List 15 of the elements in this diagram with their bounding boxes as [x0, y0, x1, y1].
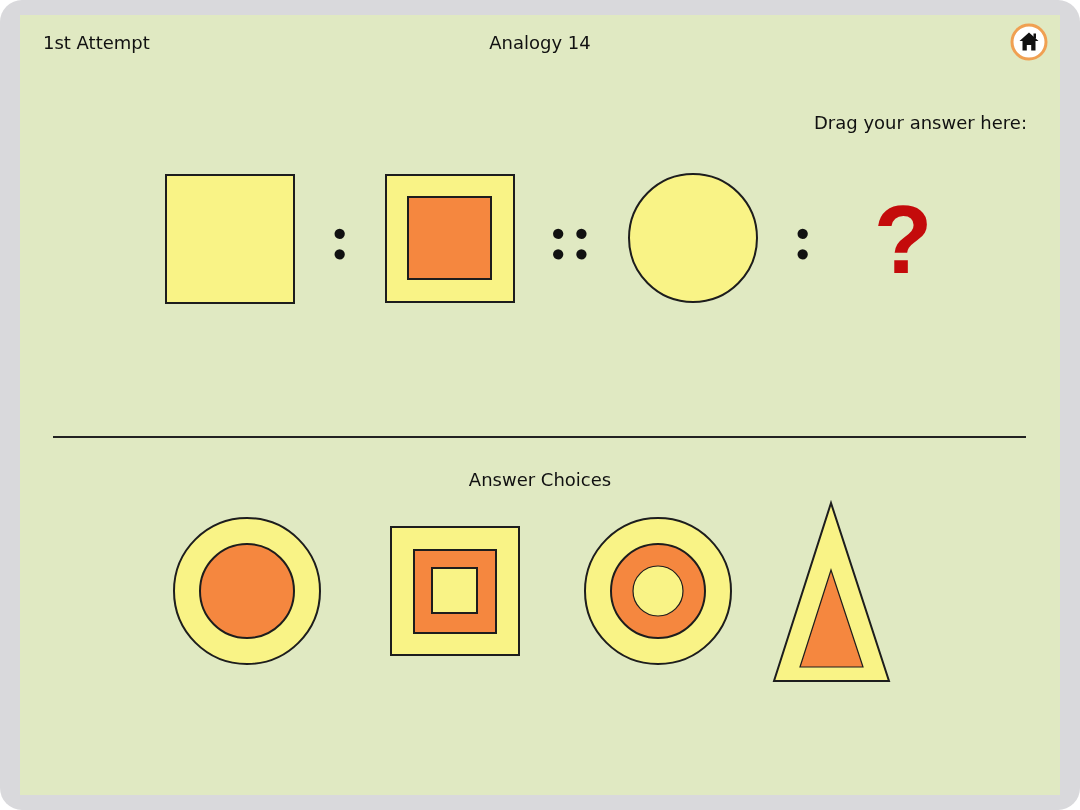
page-title: Analogy 14	[489, 34, 591, 52]
nested-square-figure	[385, 174, 515, 303]
ratio-colon: :	[792, 206, 814, 270]
triple-square-figure	[390, 526, 520, 656]
circle-figure	[628, 173, 758, 303]
nested-triangle-figure	[772, 500, 892, 684]
square-figure	[165, 174, 295, 304]
nested-circle-figure	[173, 517, 321, 665]
instruction-text: Drag your answer here:	[814, 114, 1027, 132]
triple-circle-figure	[584, 517, 732, 665]
section-heading: Answer Choices	[468, 471, 612, 489]
proportion-sign: ::	[547, 206, 595, 270]
ratio-colon: :	[329, 206, 351, 270]
attempt-counter: 1st Attempt	[43, 34, 150, 52]
question-mark: ?	[873, 192, 933, 288]
